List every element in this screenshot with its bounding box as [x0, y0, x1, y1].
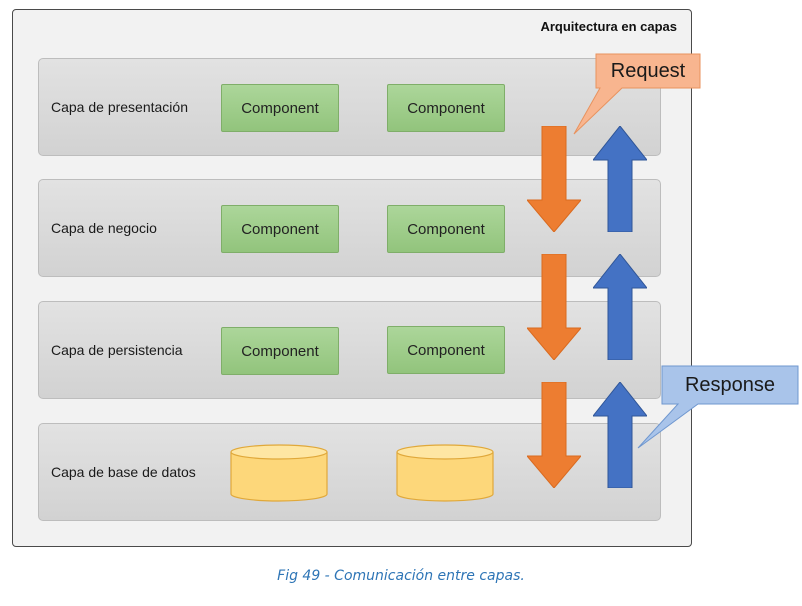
component-box: Component: [221, 84, 339, 132]
response-up-arrow-icon: [593, 254, 647, 360]
layer-label: Capa de presentación: [51, 99, 188, 115]
component-box: Component: [387, 205, 505, 253]
figure-caption: Fig 49 - Comunicación entre capas.: [277, 568, 525, 584]
database-icon: [396, 444, 494, 502]
response-callout: [637, 365, 799, 449]
diagram-title: Arquitectura en capas: [540, 19, 677, 34]
component-box: Component: [387, 84, 505, 132]
request-down-arrow-icon: [527, 382, 581, 488]
component-box: Component: [221, 205, 339, 253]
database-icon: [230, 444, 328, 502]
component-box: Component: [221, 327, 339, 375]
layer-label: Capa de negocio: [51, 220, 157, 236]
response-up-arrow-icon: [593, 126, 647, 232]
request-down-arrow-icon: [527, 254, 581, 360]
request-down-arrow-icon: [527, 126, 581, 232]
response-label: Response: [684, 373, 776, 396]
layer-label: Capa de persistencia: [51, 342, 183, 358]
request-callout: [573, 53, 701, 135]
response-up-arrow-icon: [593, 382, 647, 488]
layer-database: Capa de base de datos: [38, 423, 661, 521]
layer-label: Capa de base de datos: [51, 464, 196, 480]
component-box: Component: [387, 326, 505, 374]
request-label: Request: [610, 59, 686, 82]
